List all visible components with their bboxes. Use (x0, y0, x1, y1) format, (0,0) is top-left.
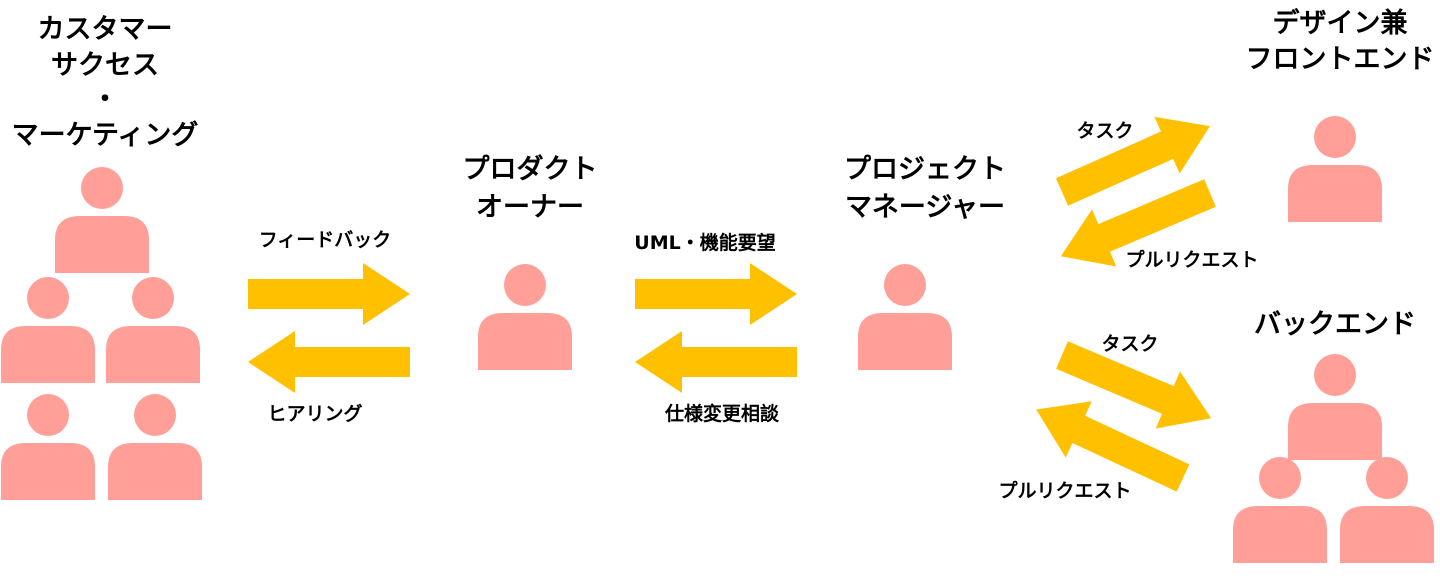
uml-arrow-icon (635, 263, 797, 325)
person-icon (1233, 457, 1327, 563)
spec-change-label: 仕様変更相談 (664, 402, 780, 425)
person-icon (55, 167, 149, 273)
feedback-label: フィードバック (259, 229, 392, 251)
person-icon (858, 264, 952, 370)
title-line: サクセス (51, 50, 159, 81)
person-icon (1340, 457, 1434, 563)
project-manager-title: プロジェクト (844, 154, 1006, 185)
pr-front-label: プルリクエスト (1125, 248, 1258, 271)
design-frontend-title: フロントエンド (1246, 44, 1435, 75)
person-icon (108, 394, 202, 500)
backend-title: バックエンド (1254, 309, 1416, 340)
uml-requests-label: UML・機能要望 (634, 231, 775, 254)
hearing-label: ヒアリング (267, 402, 362, 425)
product-owner-title: プロダクト (463, 153, 598, 185)
project-manager-title: マネージャー (845, 192, 1005, 223)
person-icon (106, 277, 200, 383)
title-line: マーケティング (12, 119, 199, 151)
task-front-label: タスク (1076, 120, 1133, 142)
pr-back-label: プルリクエスト (998, 479, 1131, 502)
spec-change-arrow-icon (635, 331, 797, 393)
person-icon (1, 277, 95, 383)
task-back-label: タスク (1101, 333, 1158, 355)
title-line: カスタマー (38, 14, 173, 45)
person-icon (1, 394, 95, 500)
design-frontend-title: デザイン兼 (1273, 7, 1408, 39)
person-icon (478, 264, 572, 370)
person-icon (1288, 116, 1382, 222)
title-line: ・ (92, 84, 119, 115)
product-owner-title: オーナー (476, 192, 584, 223)
person-icon (1288, 354, 1382, 460)
customer-success-title: カスタマー サクセス ・ マーケティング (12, 14, 199, 151)
hearing-arrow-icon (248, 331, 410, 393)
feedback-arrow-icon (248, 263, 410, 325)
